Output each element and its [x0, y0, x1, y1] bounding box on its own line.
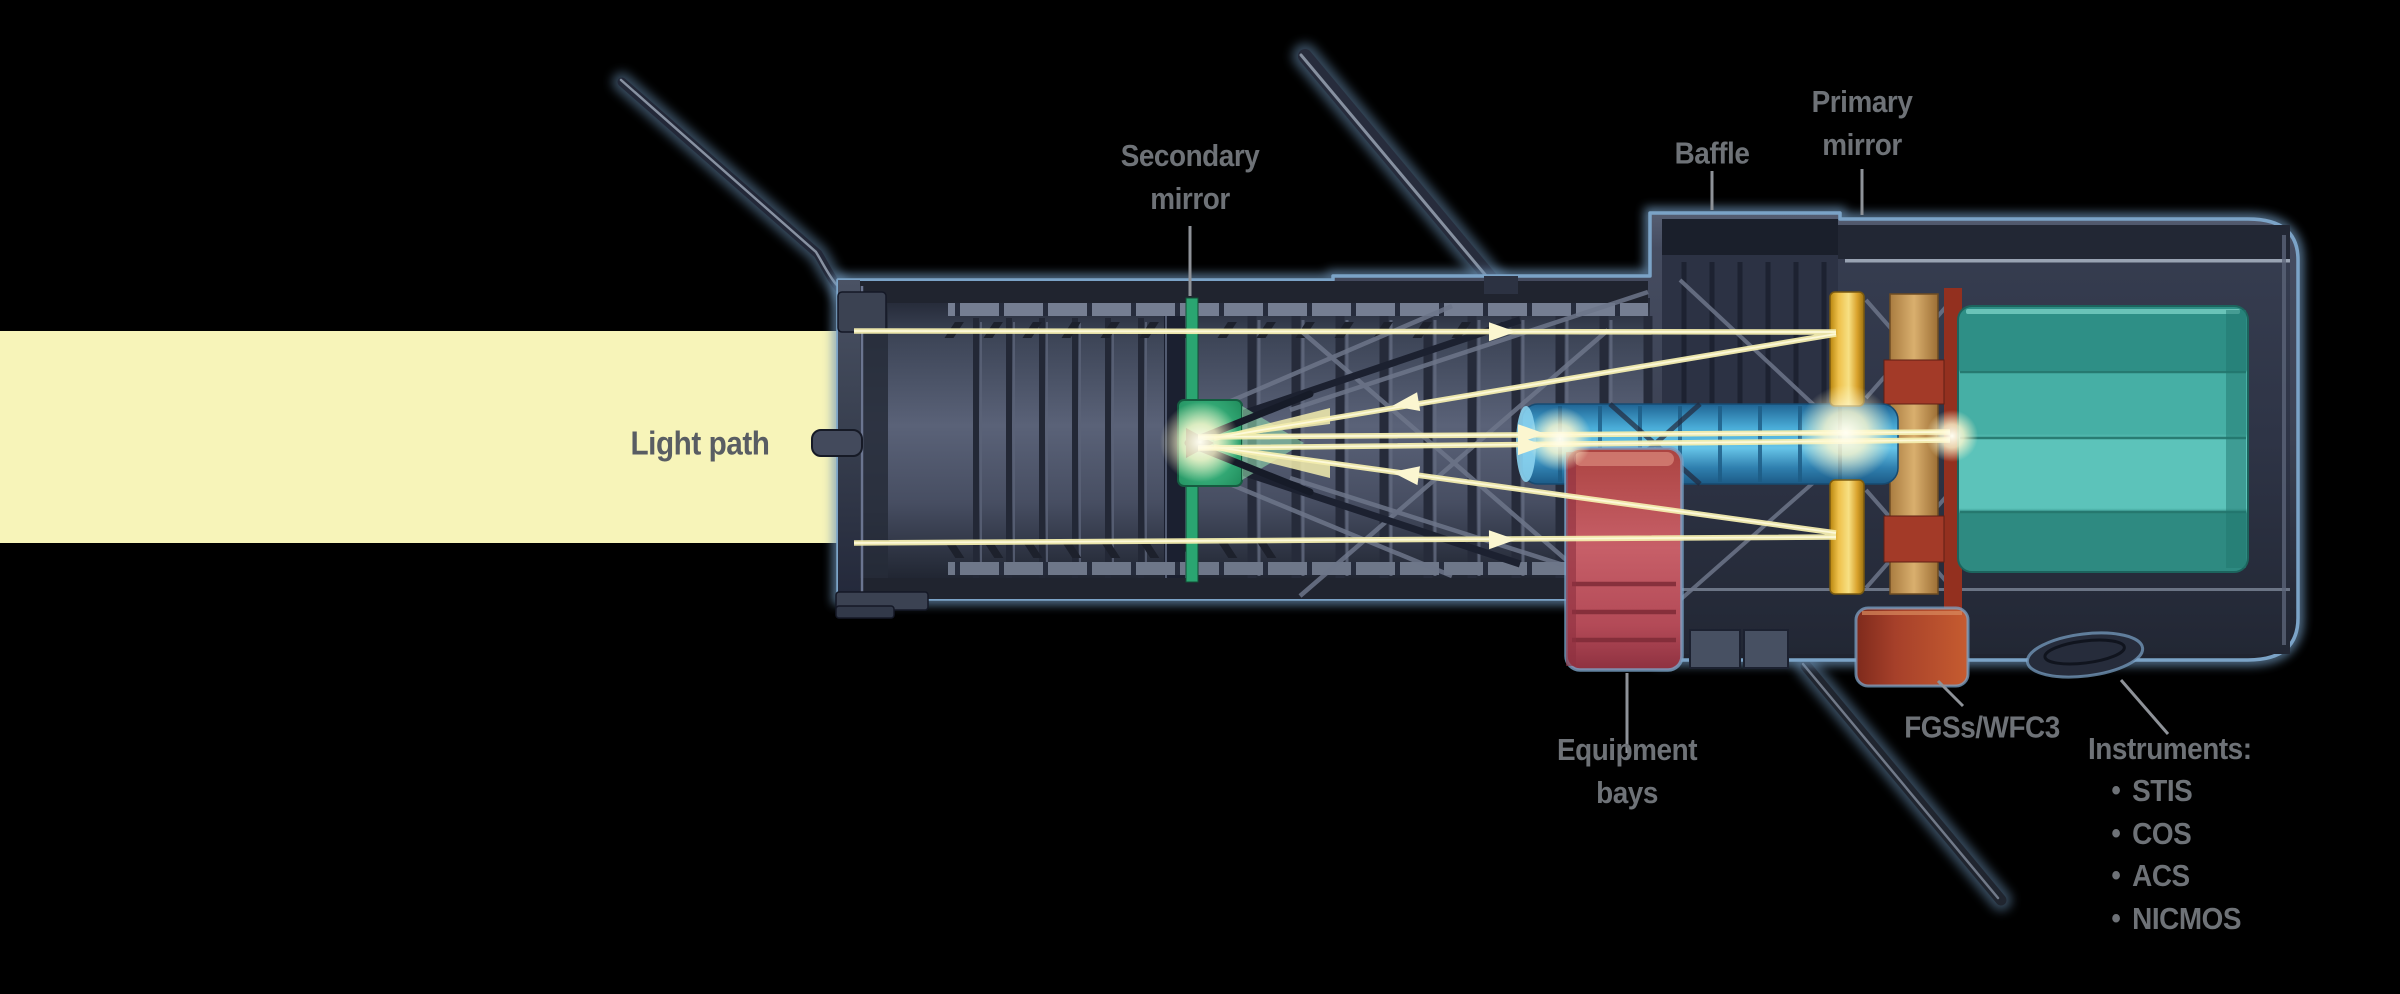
fgs-wfc3-box: [1854, 606, 1970, 688]
equipment-bays-box: [1564, 446, 1684, 672]
label-light-path: Light path: [630, 424, 770, 462]
leader-fgs-wfc3: [1936, 679, 1965, 708]
instruments-item-nicmos: • NICMOS: [2088, 898, 2252, 941]
instruments-housing: [1957, 305, 2249, 573]
leader-lines: [1188, 169, 2170, 753]
instruments-heading: Instruments:: [2088, 731, 2252, 766]
label-baffle: Baffle: [1674, 135, 1750, 171]
aperture-tab: [811, 429, 863, 457]
label-primary-mirror: Primary mirror: [1811, 84, 1913, 162]
light-beam: [0, 331, 854, 543]
bullet-icon: •: [2111, 859, 2121, 892]
label-equipment-bays: Equipment bays: [1556, 732, 1698, 810]
instruments-item-acs: • ACS: [2088, 855, 2252, 898]
label-instruments: Instruments: • STIS • COS • ACS • NICMOS: [2088, 727, 2252, 940]
instruments-item-cos: • COS: [2088, 813, 2252, 856]
aperture-dish: [2025, 631, 2145, 679]
bullet-icon: •: [2111, 816, 2121, 850]
arm-bracket-front: [837, 291, 887, 333]
antenna-arm-aft: [1795, 655, 2012, 911]
arm-bracket-mid: [1484, 276, 1518, 294]
light-rays: [853, 322, 1978, 550]
primary-mirror: [1829, 291, 1865, 595]
bullet-icon: •: [2111, 901, 2121, 935]
label-fgs-wfc3: FGSs/WFC3: [1904, 709, 2060, 745]
bullet-icon: •: [2111, 774, 2121, 807]
instruments-item-stis: • STIS: [2088, 770, 2252, 813]
leader-instruments: [2119, 679, 2170, 735]
solar-array-arm: [1292, 43, 1515, 305]
label-secondary-mirror: Secondary mirror: [1120, 138, 1260, 216]
support-struts: [1195, 289, 1649, 598]
antenna-arm-front: [612, 72, 868, 314]
